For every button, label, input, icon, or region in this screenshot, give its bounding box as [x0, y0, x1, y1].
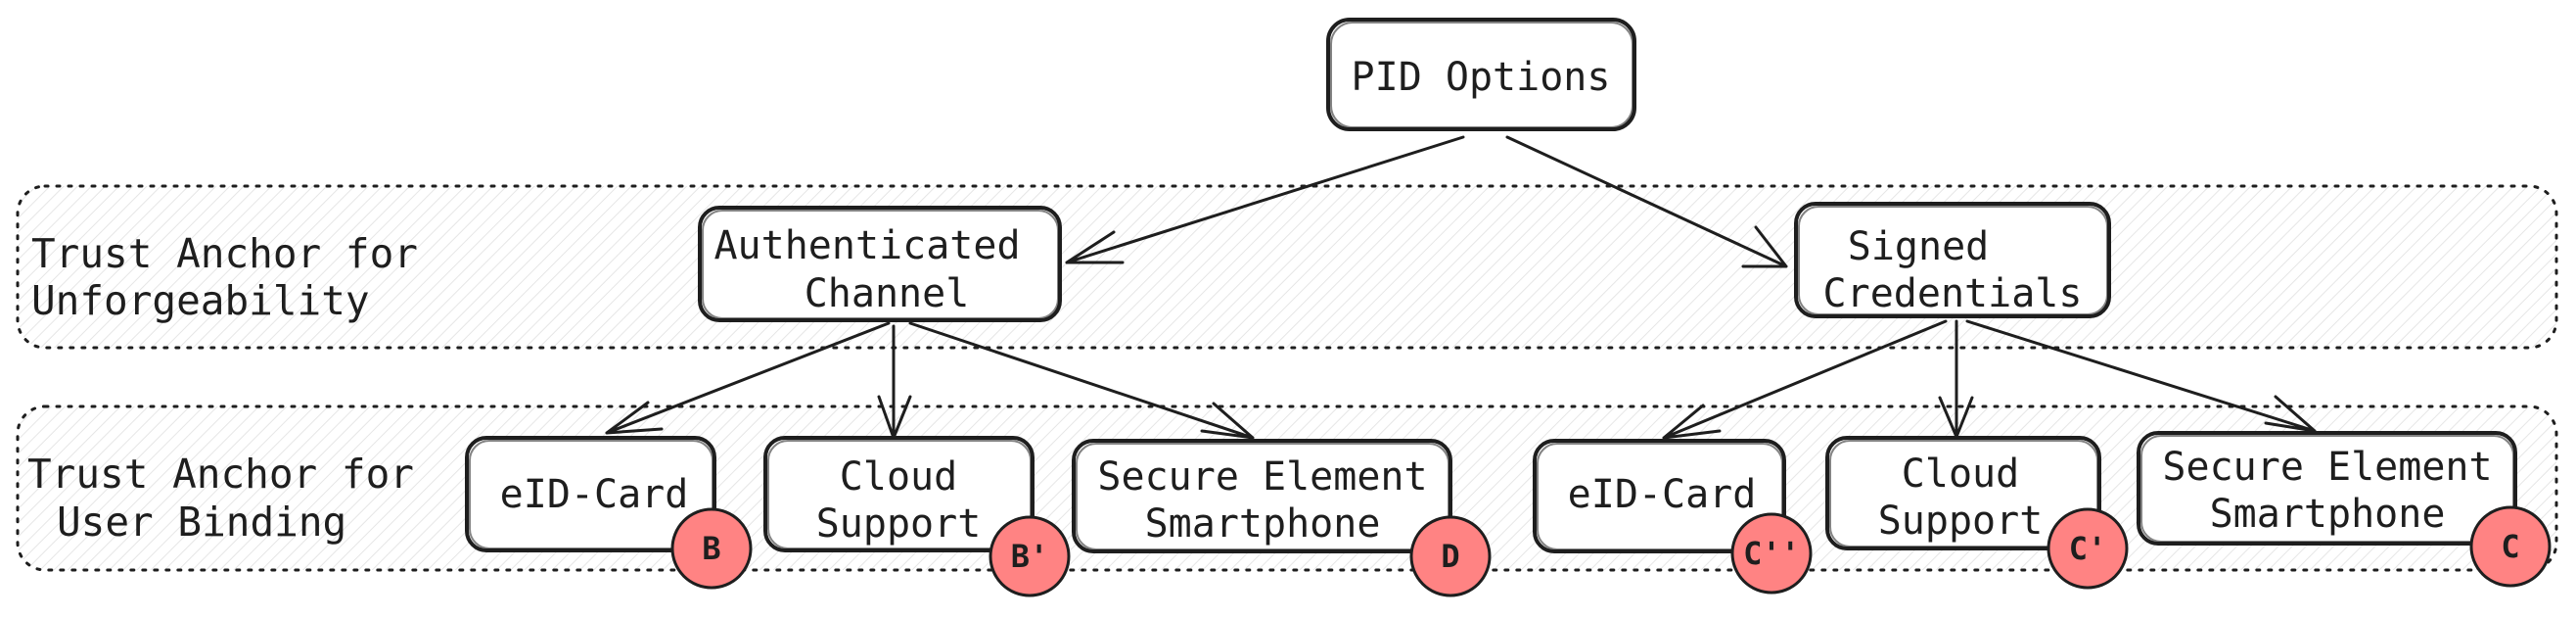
badge-c-prime-icon: [2047, 507, 2129, 590]
badge-b-prime-label: B': [1011, 538, 1049, 575]
node-ac-eid-card: eID-Card B: [465, 436, 753, 590]
node-sc-secure-element-label-line1: Secure Element: [2162, 445, 2492, 490]
badge-c-double-prime-label: C'': [1743, 535, 1800, 572]
badge-d-label: D: [1441, 538, 1459, 575]
lane-user-binding-label-line2: User Binding: [57, 499, 346, 546]
lane-unforgeability-label-line1: Trust Anchor for: [31, 230, 418, 277]
lane-unforgeability-label-line2: Unforgeability: [31, 277, 370, 324]
badge-c-icon: [2469, 505, 2552, 588]
badge-c-label: C: [2501, 528, 2519, 565]
node-ac-eid-card-label: eID-Card: [500, 472, 689, 517]
badge-b-prime-icon: [989, 515, 1071, 597]
badge-b-icon: [670, 507, 753, 590]
badge-c-prime-label: C': [2069, 530, 2107, 567]
node-ac-secure-element: Secure Element Smartphone D: [1072, 439, 1492, 597]
badge-c-double-prime-icon: [1730, 512, 1813, 595]
node-authenticated-channel-label-line2: Channel: [805, 271, 970, 316]
node-ac-cloud-support: Cloud Support B': [763, 436, 1071, 597]
node-sc-secure-element: Secure Element Smartphone C: [2137, 431, 2552, 588]
node-signed-credentials-label-line2: Credentials: [1823, 271, 2083, 316]
edge-ac-to-eid-card: [605, 321, 891, 435]
node-sc-eid-card: eID-Card C'': [1533, 439, 1813, 595]
node-authenticated-channel-label-line1: Authenticated: [713, 223, 1020, 268]
edge-ac-to-secure-element: [908, 321, 1255, 440]
node-ac-cloud-support-label-line2: Support: [816, 501, 982, 547]
node-sc-cloud-support-label-line1: Cloud: [1902, 452, 2019, 497]
node-ac-secure-element-label-line2: Smartphone: [1145, 501, 1381, 547]
node-signed-credentials-label-line1: Signed: [1848, 224, 1990, 269]
node-pid-options-label: PID Options: [1352, 55, 1611, 100]
node-authenticated-channel: Authenticated Channel: [698, 206, 1062, 322]
node-sc-cloud-support-label-line2: Support: [1878, 499, 2044, 544]
node-sc-secure-element-label-line2: Smartphone: [2210, 492, 2446, 537]
node-pid-options: PID Options: [1326, 18, 1636, 131]
badge-b-label: B: [702, 530, 720, 567]
node-ac-cloud-support-label-line1: Cloud: [840, 454, 957, 500]
badge-d-icon: [1409, 515, 1492, 597]
edge-sc-to-eid-card: [1662, 319, 1948, 440]
edge-ac-to-cloud-support: [877, 324, 912, 440]
edge-root-to-authenticated-channel: [1065, 135, 1465, 264]
lane-user-binding-label-line1: Trust Anchor for: [27, 451, 414, 498]
edge-root-to-signed-credentials: [1505, 135, 1788, 268]
node-ac-secure-element-label-line1: Secure Element: [1097, 454, 1427, 500]
edge-sc-to-cloud-support: [1938, 319, 1974, 439]
node-signed-credentials: Signed Credentials: [1794, 202, 2111, 318]
lane-unforgeability: Trust Anchor for Unforgeability: [16, 184, 2558, 350]
node-sc-cloud-support: Cloud Support C': [1825, 436, 2129, 590]
edges: [605, 135, 2317, 440]
edge-sc-to-secure-element: [1965, 319, 2317, 433]
node-sc-eid-card-label: eID-Card: [1568, 472, 1757, 517]
